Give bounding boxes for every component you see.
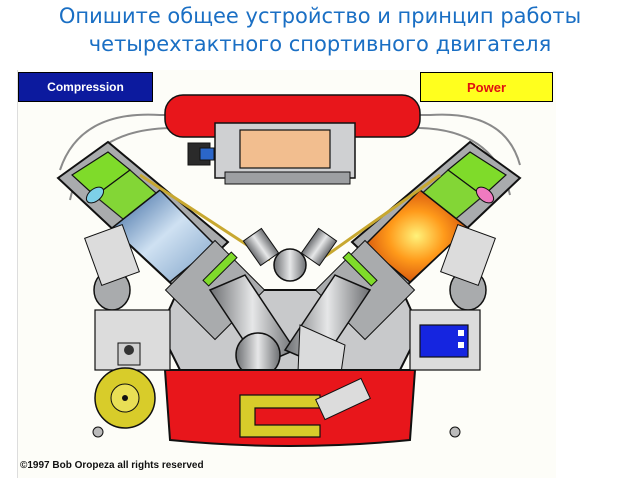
compression-stroke-label: Compression xyxy=(18,72,153,102)
left-exhaust-pipe xyxy=(84,224,140,286)
rocker-center xyxy=(242,227,338,282)
oil-pan xyxy=(163,369,417,447)
slide-title: Опишите общее устройство и принцип работ… xyxy=(0,2,640,58)
battery xyxy=(419,324,469,358)
slide-title-line-2: четырехтактного спортивного двигателя xyxy=(88,32,552,56)
copyright-note: ©1997 Bob Oropeza all rights reserved xyxy=(20,460,204,471)
bolt-right xyxy=(449,426,461,438)
alternator xyxy=(94,342,156,429)
left-cylinder-head xyxy=(56,140,230,292)
crankshaft xyxy=(208,274,372,381)
slide-title-line-1: Опишите общее устройство и принцип работ… xyxy=(58,4,582,28)
fuel-injection-unit xyxy=(187,122,356,185)
power-stroke-label: Power xyxy=(420,72,553,102)
bolt-left xyxy=(92,426,104,438)
right-exhaust-pipe xyxy=(440,224,496,286)
